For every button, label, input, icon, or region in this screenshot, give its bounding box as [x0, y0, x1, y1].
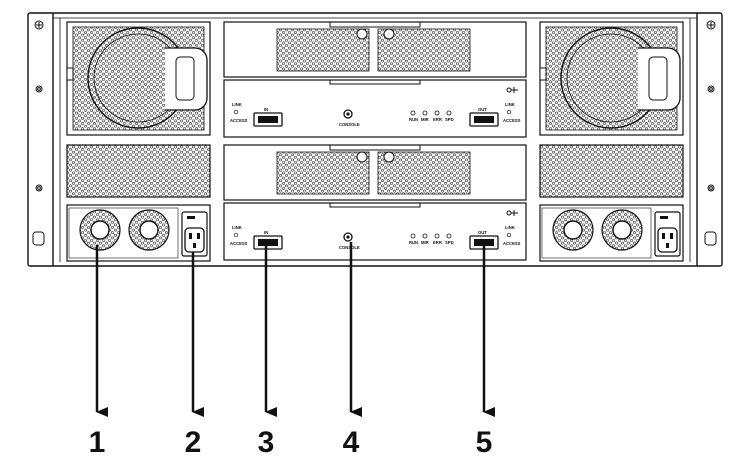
lower-access-label: ACCESS [230, 241, 248, 246]
lower-access-label-right: ACCESS [503, 241, 521, 246]
center-vent-module-bottom [223, 144, 527, 201]
left-lower-vent [66, 144, 211, 198]
right-psu-fan-1-icon [552, 209, 594, 251]
left-power-supply [66, 204, 211, 262]
lower-mir-label: MIR [421, 240, 429, 245]
left-fan-module [66, 21, 211, 136]
io-module-lower: LINK ACCESS IN CONSOLE RUN MIR ERR SPD O… [223, 202, 527, 261]
lower-out-label: OUT [478, 230, 487, 235]
upper-access-label-right: ACCESS [503, 118, 521, 123]
upper-spd-label: SPD [445, 117, 454, 122]
lower-err-label: ERR [433, 240, 442, 245]
lower-in-port: IN [253, 230, 283, 250]
upper-in-label: IN [264, 107, 268, 112]
callout-arrows [95, 242, 495, 417]
lower-in-label: IN [264, 230, 268, 235]
lower-usb-symbol-icon [506, 210, 518, 216]
left-ac-inlet-icon [181, 211, 208, 257]
upper-console-label: CONSOLE [339, 122, 360, 127]
upper-link-label: LINK [232, 102, 242, 107]
callout-number-2: 2 [185, 426, 202, 459]
lower-spd-label: SPD [445, 240, 454, 245]
upper-out-label: OUT [478, 107, 487, 112]
rack-ear-screws [32, 20, 717, 246]
lower-link-label: LINK [232, 225, 242, 230]
upper-mir-label: MIR [421, 117, 429, 122]
upper-access-label: ACCESS [230, 118, 248, 123]
upper-link-label-right: LINK [505, 102, 515, 107]
lower-run-label: RUN [409, 240, 418, 245]
upper-console-port: CONSOLE [339, 109, 360, 127]
callout-number-4: 4 [343, 426, 360, 459]
right-lower-vent [539, 144, 684, 198]
right-psu-fan-2-icon [601, 209, 643, 251]
upper-out-port: OUT [469, 107, 499, 127]
lower-console-label: CONSOLE [339, 245, 360, 250]
upper-run-label: RUN [409, 117, 418, 122]
lower-status-leds [410, 233, 452, 239]
callout-number-1: 1 [89, 426, 106, 459]
upper-usb-symbol-icon [506, 87, 518, 93]
callout-number-3: 3 [258, 426, 275, 459]
upper-err-label: ERR [433, 117, 442, 122]
callout-number-5: 5 [476, 426, 493, 459]
upper-in-port: IN [253, 107, 283, 127]
upper-status-leds [410, 110, 452, 116]
lower-console-port: CONSOLE [339, 232, 360, 250]
left-psu-fan-1-icon [79, 209, 121, 251]
io-module-upper: LINK ACCESS IN CONSOLE RUN MIR ERR SPD O… [223, 79, 527, 138]
right-fan-module [539, 21, 684, 136]
right-power-supply [539, 204, 684, 262]
left-psu-fan-2-icon [128, 209, 170, 251]
center-vent-module-top [223, 21, 527, 78]
chassis-frame [27, 12, 723, 267]
lower-link-label-right: LINK [505, 225, 515, 230]
right-ac-inlet-icon [654, 211, 681, 257]
